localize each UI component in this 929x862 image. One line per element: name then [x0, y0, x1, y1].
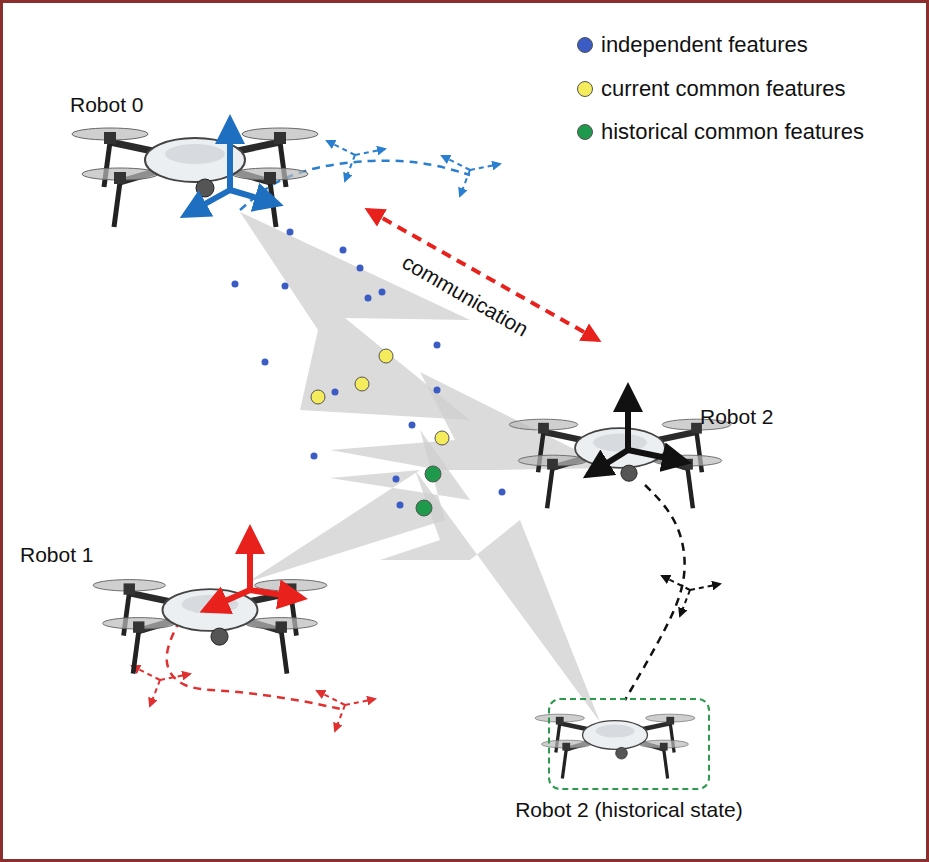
legend-entry: current common features: [577, 76, 846, 102]
feature-dot: [379, 349, 393, 363]
pose-frame: [690, 584, 720, 590]
drone: [535, 714, 695, 778]
feature-dot: [282, 283, 289, 290]
robot-label: Robot 1: [20, 543, 94, 567]
feature-dot: [434, 387, 441, 394]
camera-view: [240, 212, 470, 420]
legend-swatch: [577, 37, 593, 53]
camera-view: [330, 372, 612, 470]
legend-entry: independent features: [577, 32, 808, 58]
feature-dot: [435, 431, 449, 445]
legend-swatch: [577, 81, 593, 97]
pose-frame: [680, 590, 690, 616]
feature-dot: [409, 422, 416, 429]
coordinate-frame: [185, 120, 278, 215]
trajectories: [132, 141, 720, 731]
feature-dot: [393, 476, 400, 483]
feature-dot: [499, 489, 506, 496]
feature-dot: [311, 390, 325, 404]
feature-dot: [232, 281, 239, 288]
coordinate-frame: [588, 388, 686, 475]
communication-arrow: [368, 210, 598, 340]
drone: [72, 128, 318, 227]
pose-frame: [470, 164, 500, 170]
legend-entry: historical common features: [577, 119, 864, 145]
robot-label: Robot 2: [700, 405, 774, 429]
pose-frame: [345, 155, 355, 181]
camera-view: [380, 470, 600, 722]
feature-dot: [340, 247, 347, 254]
feature-dot: [355, 377, 369, 391]
feature-dot: [397, 502, 404, 509]
historical-state-box: Robot 2 (historical state): [548, 698, 710, 790]
drone: [509, 419, 730, 508]
pose-frame: [150, 680, 160, 706]
robot-label: Robot 0: [70, 93, 144, 117]
legend-text: current common features: [601, 76, 846, 102]
node-caption: Robot 2 (historical state): [515, 798, 743, 822]
feature-dot: [379, 289, 386, 296]
feature-dot: [262, 359, 269, 366]
pose-frame: [662, 576, 690, 590]
legend-swatch: [577, 124, 593, 140]
pose-frame: [442, 156, 470, 170]
pose-frame: [327, 141, 355, 155]
feature-dot: [287, 229, 294, 236]
pose-frame: [132, 666, 160, 680]
feature-dot: [357, 265, 364, 272]
drone: [93, 580, 327, 674]
features: [232, 229, 506, 517]
feature-dot: [365, 295, 372, 302]
pose-frame: [335, 705, 345, 731]
legend-text: independent features: [601, 32, 808, 58]
feature-dot: [332, 389, 339, 396]
pose-frame: [355, 149, 385, 155]
feature-dot: [416, 500, 432, 516]
pose-frame: [345, 699, 375, 705]
legend-text: historical common features: [601, 119, 864, 145]
pose-frame: [160, 674, 190, 680]
trajectory: [167, 620, 345, 710]
feature-dot: [434, 342, 441, 349]
feature-dot: [311, 453, 318, 460]
coordinate-frame: [205, 530, 302, 610]
trajectory: [625, 485, 685, 700]
feature-dot: [425, 466, 441, 482]
pose-frame: [317, 691, 345, 705]
pose-frame: [460, 170, 470, 196]
view-cones: [240, 212, 612, 722]
